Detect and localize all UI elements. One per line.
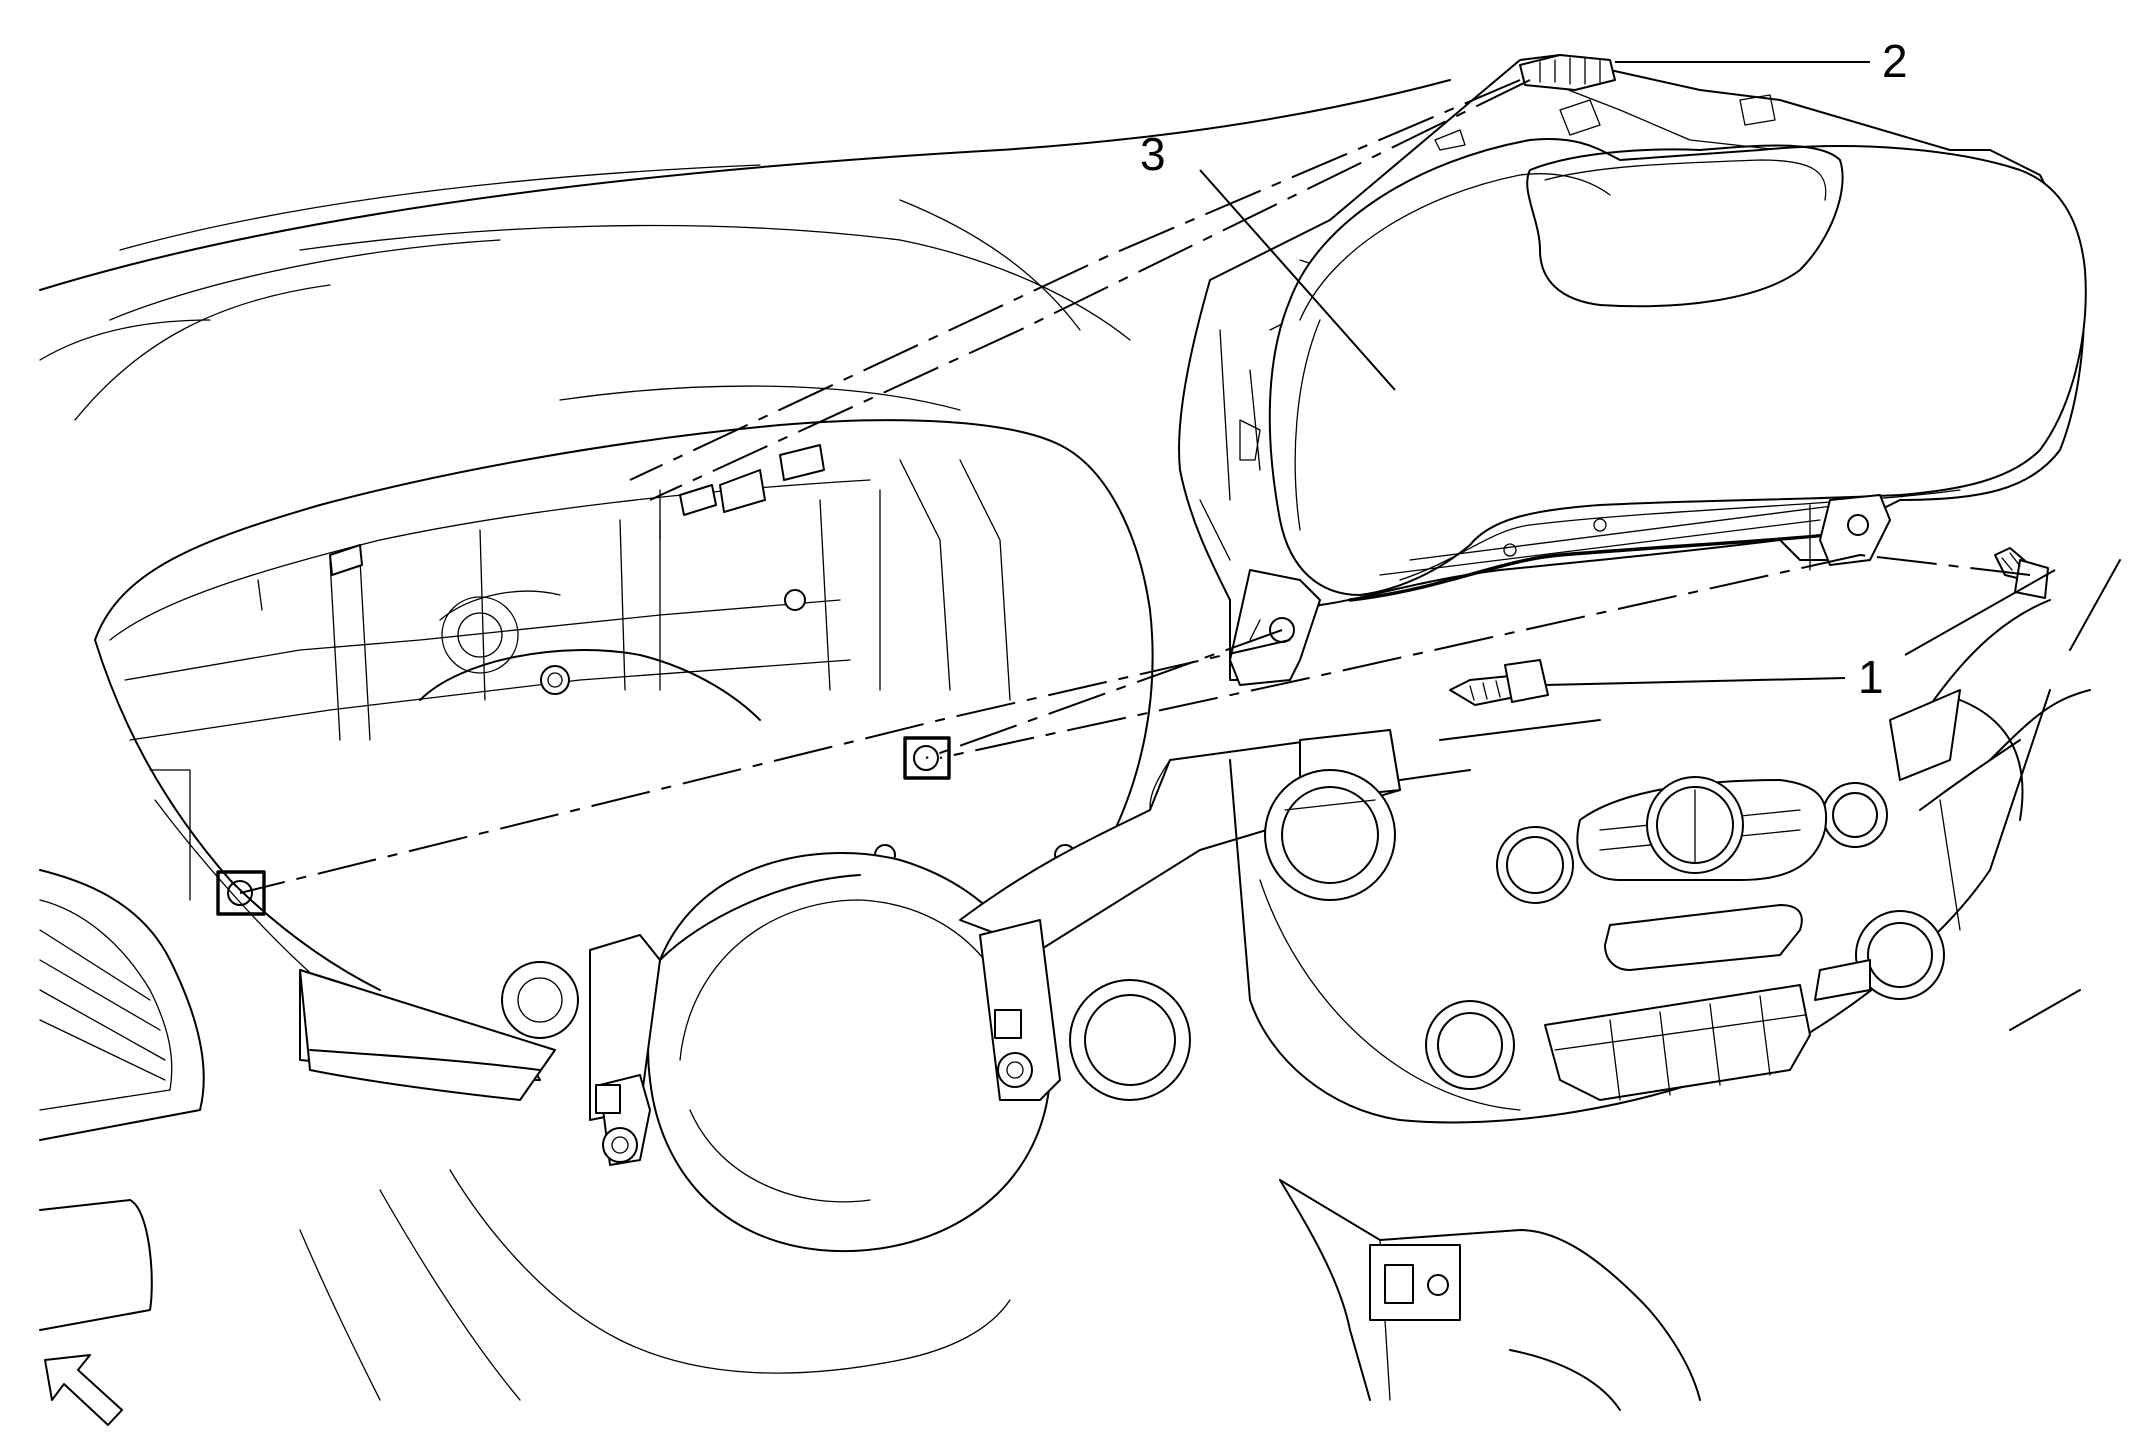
callout-2-label: 2 bbox=[1882, 35, 1908, 87]
radio-center-control-cluster bbox=[1576, 776, 1828, 881]
radio-display-lower bbox=[1604, 904, 1803, 971]
hvac-button-row bbox=[1544, 959, 1871, 1101]
alignment-lines bbox=[239, 79, 2031, 894]
radio-right-knob bbox=[1822, 782, 1888, 848]
view-direction-arrow-icon bbox=[44, 1354, 123, 1426]
left-air-vent bbox=[39, 869, 205, 1331]
turn-signal-stalk bbox=[299, 934, 661, 1166]
lower-mount-nut-right bbox=[903, 736, 951, 780]
callout-1-label: 1 bbox=[1858, 651, 1884, 703]
callout-3-label: 3 bbox=[1140, 128, 1166, 180]
usb-aux-port-panel bbox=[1369, 1244, 1461, 1321]
center-right-round-vent bbox=[1264, 769, 1396, 901]
center-console bbox=[1279, 1179, 1701, 1411]
instrument-cluster bbox=[1178, 54, 2087, 686]
callout-3: 3 bbox=[1140, 128, 1396, 391]
cluster-fastener-left bbox=[1449, 659, 1549, 706]
center-left-round-vent bbox=[1069, 979, 1191, 1101]
callout-2: 2 bbox=[1615, 35, 1908, 87]
callout-1: 1 bbox=[1544, 569, 2056, 703]
radio-left-knob bbox=[1496, 826, 1574, 904]
hvac-right-knob bbox=[1855, 910, 1945, 1000]
hvac-left-knob bbox=[1425, 1000, 1515, 1090]
cluster-electrical-connector bbox=[1519, 54, 1616, 91]
right-trim-panel bbox=[1889, 559, 2121, 931]
instrument-panel-upper-trim bbox=[39, 79, 1451, 421]
steering-column-shroud bbox=[299, 852, 1053, 1401]
lower-mount-nut-left bbox=[216, 870, 266, 916]
instrument-panel-cluster-opening bbox=[94, 419, 1154, 991]
